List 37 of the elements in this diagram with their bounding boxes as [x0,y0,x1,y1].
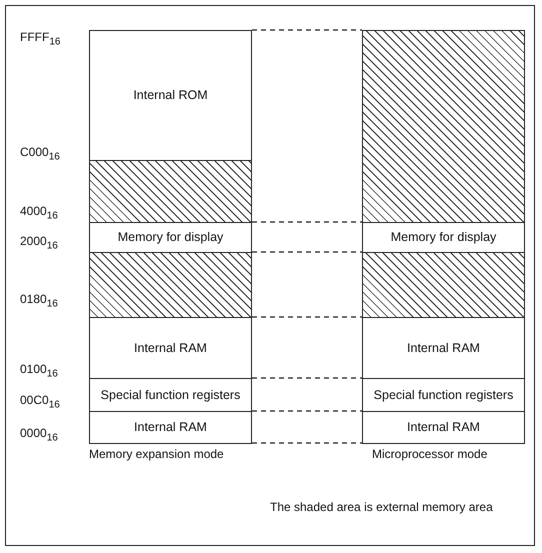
memory-region [89,378,252,412]
region-label: Memory for display [118,231,224,244]
dashed-line [252,442,362,444]
dashed-line [252,410,362,412]
note: The shaded area is external memory area [270,500,493,514]
mode-caption: Memory expansion mode [89,447,225,461]
dashed-line [252,29,362,31]
region-label: Memory for display [390,231,496,244]
region-label: Special function registers [374,388,514,402]
region-label: Internal RAM [407,342,480,354]
memory-region [362,378,525,412]
dashed-line [252,251,362,253]
dashed-line [252,221,362,223]
memory-region [89,411,252,444]
shaded-region [89,160,252,223]
memory-region [89,317,252,379]
dashed-line [252,377,362,379]
shaded-region [362,30,525,223]
region-label: Internal ROM [133,89,208,102]
address-label: 2000$_{16}$ [20,234,58,252]
address-label: 4000$_{16}$ [20,204,58,222]
address-label: C000$_{16}$ [20,145,60,162]
mode-caption: Microprocessor mode [372,447,488,461]
region-label: Internal RAM [134,342,207,354]
memory-region [362,317,525,379]
region-label: Special function registers [100,388,240,402]
dashed-line [252,316,362,318]
region-label: Internal RAM [407,421,480,434]
address-label: 0180$_{16}$ [20,292,58,310]
shaded-region [89,252,252,318]
memory-region [362,411,525,444]
address-label: 00C0$_{16}$ [20,393,60,410]
region-label: Internal RAM [134,421,207,434]
address-label: 0100$_{16}$ [20,362,58,380]
address-label: 0000$_{16}$ [20,426,58,444]
address-label: FFFF$_{16}$ [20,30,60,48]
shaded-region [362,252,525,318]
